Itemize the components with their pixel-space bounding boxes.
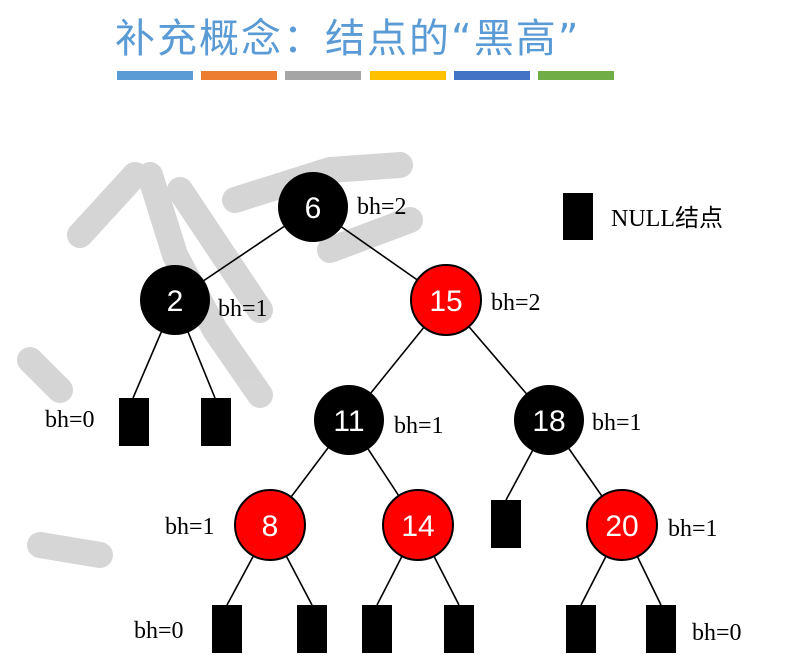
null-node	[201, 398, 231, 446]
bh-label-node-18: bh=1	[592, 410, 642, 436]
null-node	[491, 500, 521, 548]
node-value: 6	[305, 192, 322, 225]
bh-label-null: bh=0	[45, 407, 95, 433]
null-node	[212, 605, 242, 653]
null-node	[566, 605, 596, 653]
bh-label-null: bh=0	[134, 618, 184, 644]
color-bar-4	[370, 71, 446, 80]
tree-node-6: 6	[278, 172, 348, 242]
node-value: 18	[532, 405, 565, 438]
color-bar-5	[454, 71, 530, 80]
tree-node-14: 14	[382, 489, 454, 561]
legend-null-swatch	[563, 193, 593, 240]
color-bar-3	[285, 71, 361, 80]
null-node	[646, 605, 676, 653]
null-node	[119, 398, 149, 446]
node-value: 11	[333, 405, 364, 438]
node-value: 15	[429, 285, 462, 318]
null-node	[362, 605, 392, 653]
null-node	[444, 605, 474, 653]
color-bar-1	[117, 71, 193, 80]
tree-node-20: 20	[586, 489, 658, 561]
bh-label-node-15: bh=2	[491, 290, 541, 316]
color-bar-2	[201, 71, 277, 80]
node-value: 20	[605, 510, 638, 543]
tree-node-8: 8	[234, 489, 306, 561]
tree-node-18: 18	[514, 385, 584, 455]
null-node	[297, 605, 327, 653]
tree-node-15: 15	[410, 264, 482, 336]
node-value: 8	[262, 510, 279, 543]
bh-label-node-11: bh=1	[394, 413, 444, 439]
legend: NULL结点	[563, 193, 723, 240]
node-value: 14	[401, 510, 434, 543]
null-nodes	[119, 398, 676, 653]
page-title: 补充概念：结点的“黑高”	[115, 16, 581, 62]
node-value: 2	[167, 285, 184, 318]
bh-label-null: bh=0	[692, 620, 742, 646]
bh-label-node-6: bh=2	[357, 194, 407, 220]
color-bar-6	[538, 71, 614, 80]
tree-node-2: 2	[140, 265, 210, 335]
tree-node-11: 11	[314, 385, 384, 455]
bh-label-node-2: bh=1	[218, 296, 268, 322]
bh-label-node-8: bh=1	[165, 514, 215, 540]
bh-label-node-20: bh=1	[668, 516, 718, 542]
legend-label: NULL结点	[611, 205, 723, 232]
watermark	[17, 152, 423, 568]
